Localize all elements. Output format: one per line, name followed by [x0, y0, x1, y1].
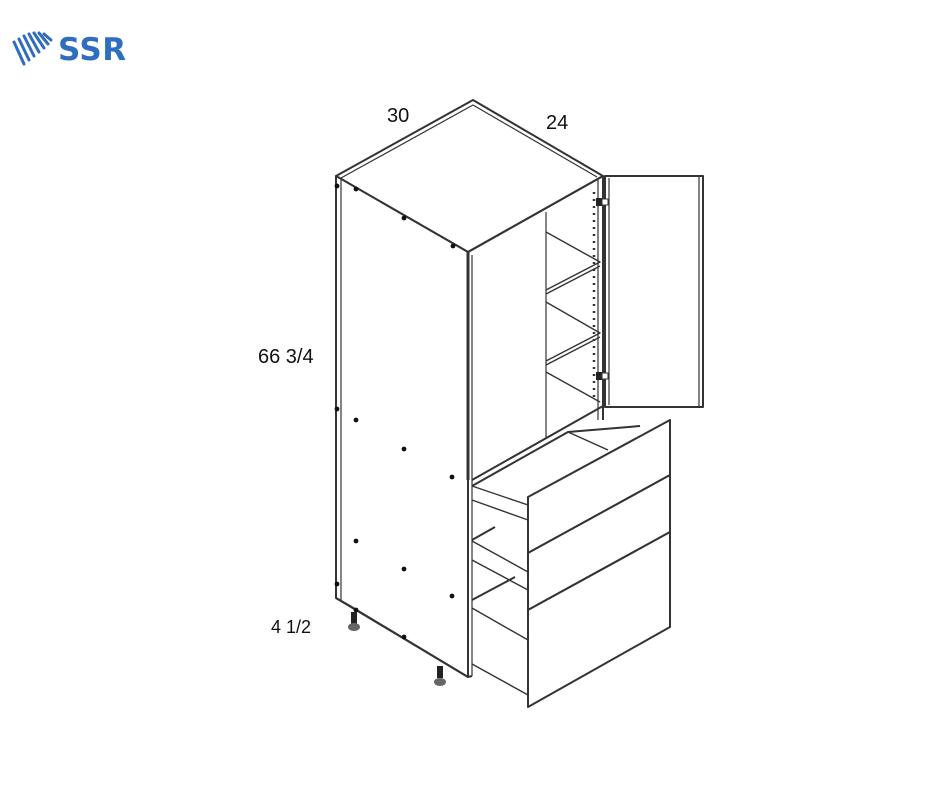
open-door [604, 175, 704, 408]
leveling-leg-icon [434, 666, 446, 686]
hinge-icon [596, 198, 609, 206]
dimension-height: 66 3/4 [258, 346, 314, 368]
leveling-leg-icon [348, 612, 360, 631]
dimension-width: 30 [387, 105, 410, 127]
hinge-icon [596, 372, 609, 380]
screw-holes [334, 183, 456, 640]
logo-text: SSR [58, 32, 127, 68]
shelves [545, 231, 601, 403]
striped-horse-head-icon [12, 31, 53, 66]
drawer-bottom [471, 531, 671, 708]
dimension-toe-kick: 4 1/2 [271, 617, 312, 637]
side-panel [335, 175, 469, 678]
dimension-depth: 24 [546, 112, 569, 134]
ssr-logo: SSR [10, 20, 150, 80]
